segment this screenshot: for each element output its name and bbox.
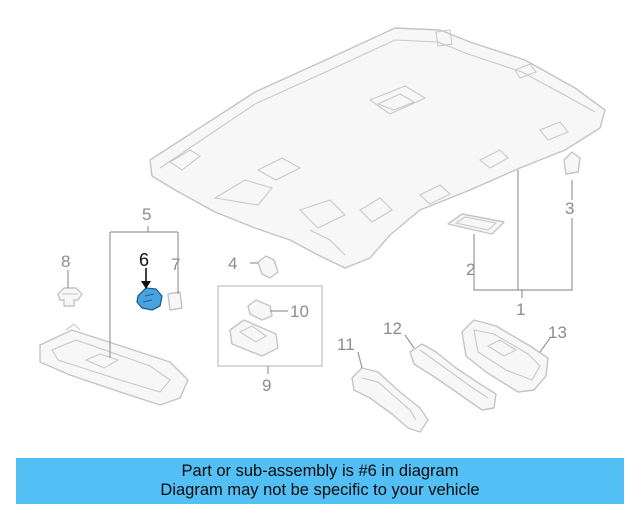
callout-4: 4 — [228, 254, 237, 273]
dome-lamp-assembly-part-9 — [217, 285, 323, 367]
clip-part-3 — [563, 151, 581, 175]
parts-diagram: 1 2 3 4 5 6 7 8 9 10 11 12 13 — [39, 27, 606, 433]
callout-5: 5 — [142, 205, 151, 224]
visor-holder-part-6 — [136, 287, 163, 311]
callout-6: 6 — [139, 250, 149, 270]
bracket-part-4 — [257, 255, 279, 279]
callout-11: 11 — [337, 335, 355, 354]
lamp-lens-part-2 — [447, 213, 505, 235]
callout-10: 10 — [290, 302, 309, 321]
callout-2: 2 — [466, 260, 475, 279]
overhead-console-part-13 — [461, 319, 549, 393]
headliner-part — [149, 27, 606, 269]
callout-3: 3 — [565, 199, 574, 218]
caption-line-1: Part or sub-assembly is #6 in diagram — [181, 462, 459, 480]
part-6-arrow — [141, 268, 151, 289]
callout-12: 12 — [383, 319, 402, 338]
callout-13: 13 — [548, 323, 567, 342]
callout-9: 9 — [262, 376, 271, 395]
clip-part-7 — [167, 291, 183, 311]
clip-part-8 — [57, 287, 83, 307]
callout-8: 8 — [61, 252, 70, 271]
leader-lines — [67, 170, 573, 374]
bulb-part-10 — [247, 299, 273, 321]
callout-7: 7 — [171, 255, 180, 274]
grab-handle-part-11 — [351, 367, 429, 433]
sun-visor-part — [39, 323, 189, 406]
callout-1: 1 — [516, 300, 525, 319]
caption-line-2: Diagram may not be specific to your vehi… — [160, 481, 480, 499]
caption-banner: Part or sub-assembly is #6 in diagram Di… — [16, 458, 624, 504]
grab-handle-part-12 — [409, 343, 497, 411]
